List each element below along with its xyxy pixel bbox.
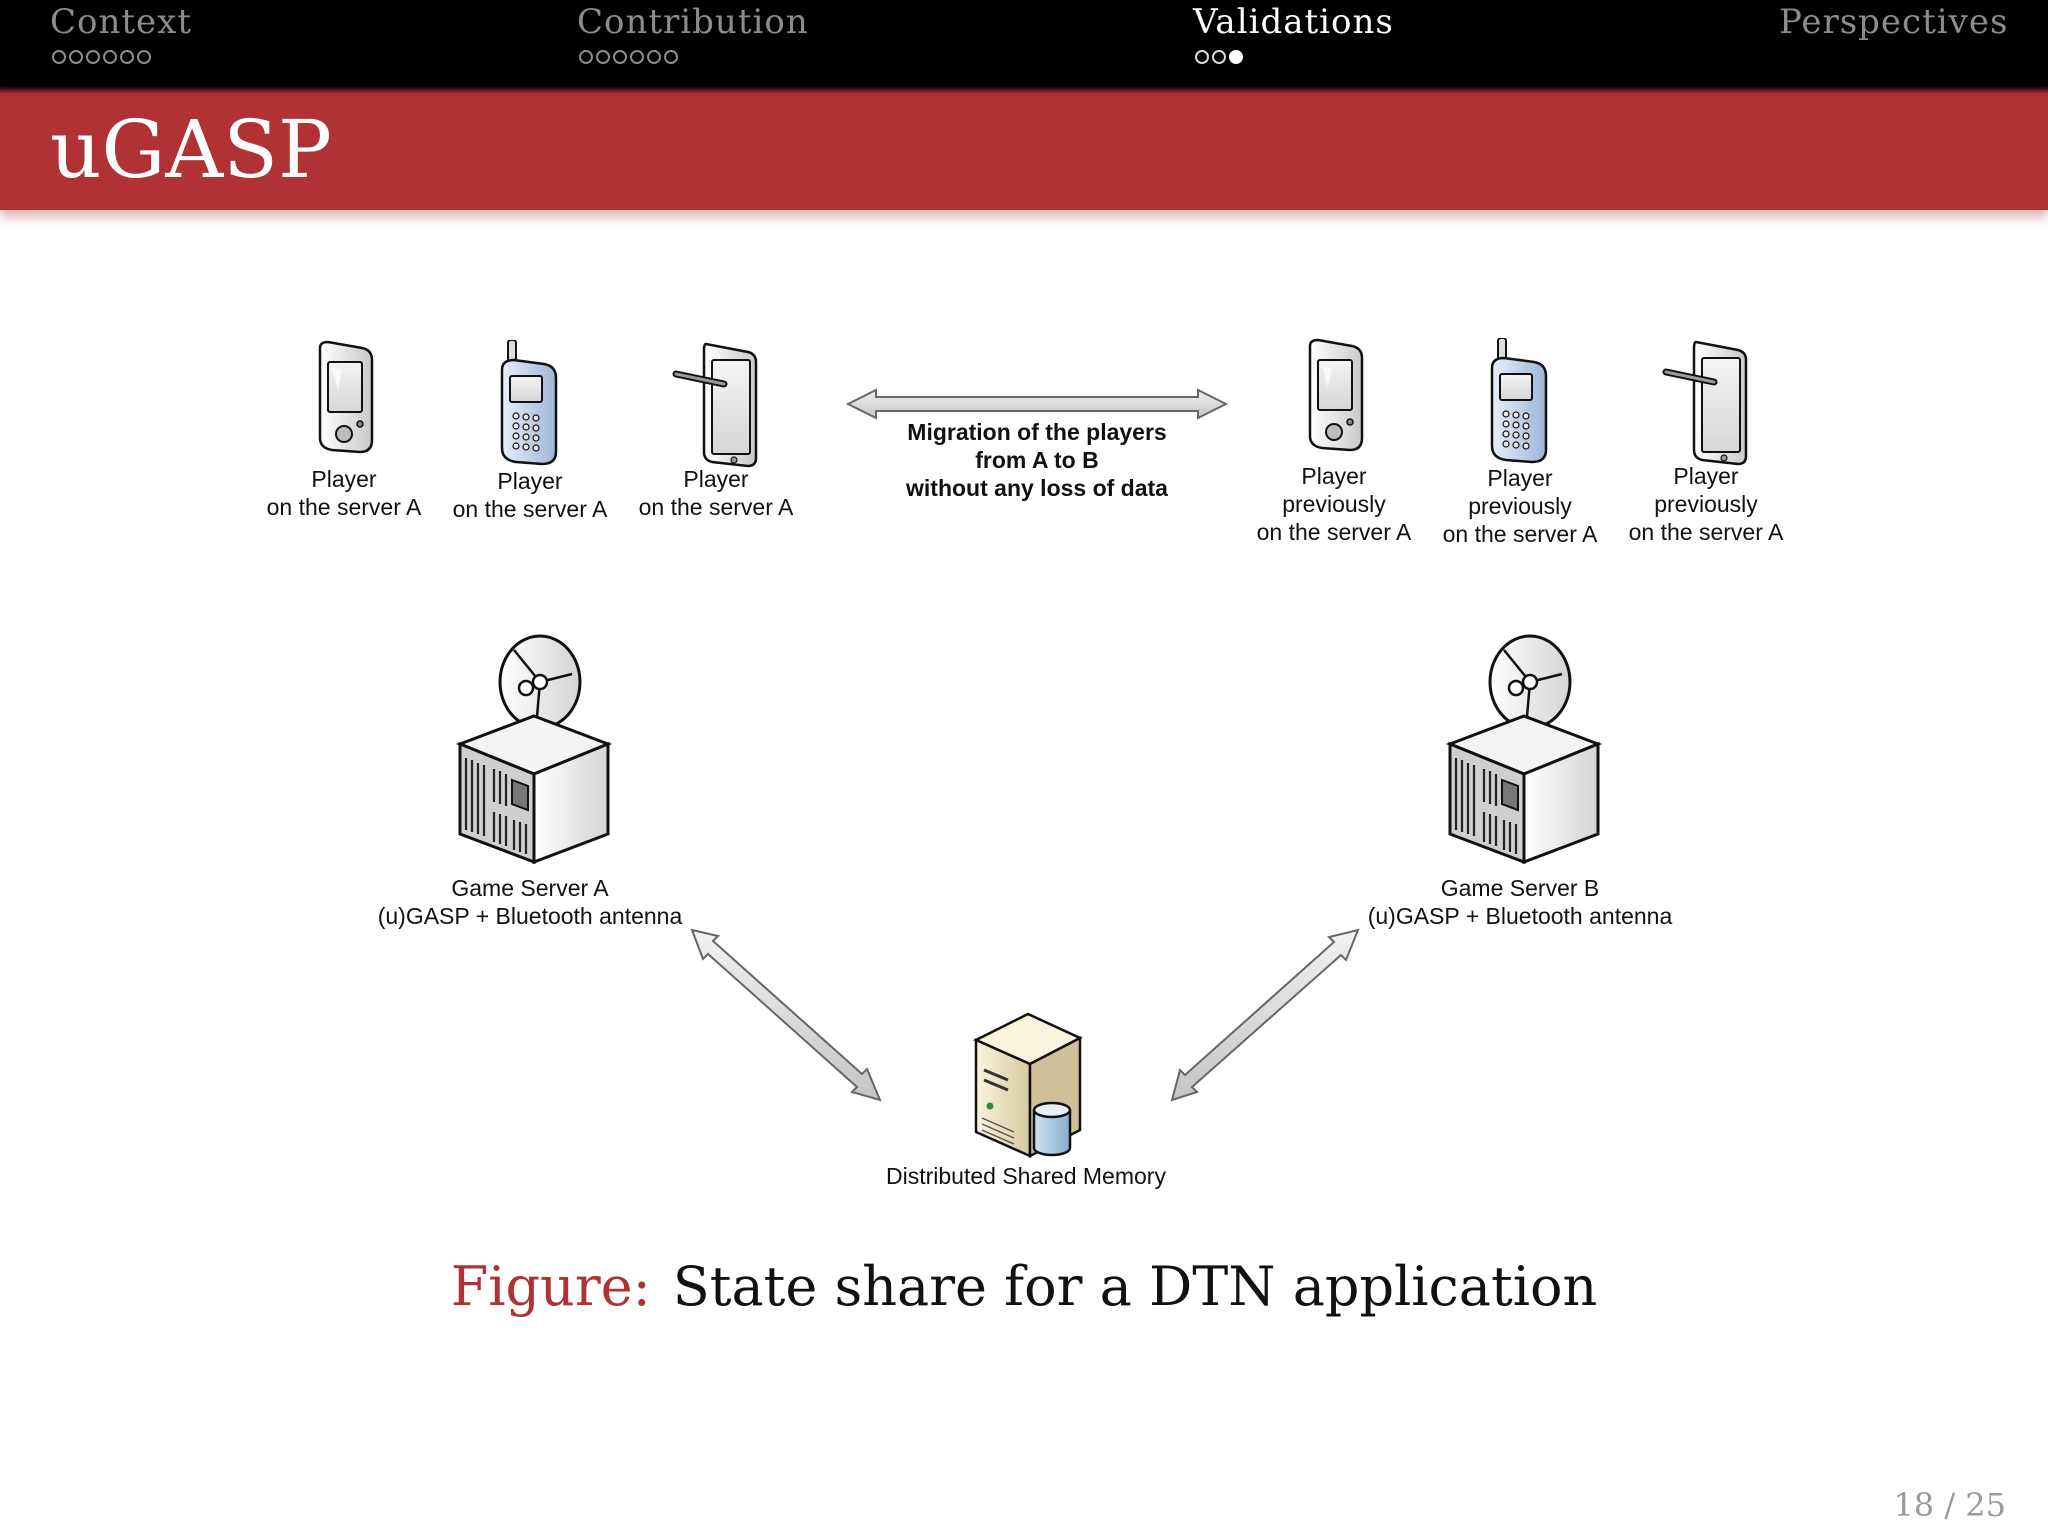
database-server-icon (974, 1012, 1082, 1158)
nav-subsection-dot[interactable] (120, 50, 134, 64)
nav-subsection-dot[interactable] (103, 50, 117, 64)
cell-phone-icon (500, 340, 558, 466)
nav-subsection-dot[interactable] (664, 50, 678, 64)
nav-subsection-dot[interactable] (630, 50, 644, 64)
pda-phone-icon (1308, 338, 1364, 452)
player-label: Player previously on the server A (1616, 462, 1796, 546)
player-label: Player on the server A (626, 465, 806, 521)
tablet-stylus-icon (1666, 342, 1746, 464)
player-label-line: previously (1282, 491, 1386, 517)
server-label-line: (u)GASP + Bluetooth antenna (377, 903, 683, 929)
server-label-line: Game Server B (1440, 875, 1600, 901)
nav-subsection-dot[interactable] (69, 50, 83, 64)
nav-subsection-dot[interactable] (1212, 50, 1226, 64)
pda-phone-icon (318, 340, 374, 454)
server-b-label: Game Server B (u)GASP + Bluetooth antenn… (1334, 874, 1706, 930)
nav-subsection-dot[interactable] (52, 50, 66, 64)
nav-subsection-dots (52, 50, 151, 64)
cell-phone-icon (1490, 338, 1548, 464)
migration-label: Migration of the players from A to B wit… (862, 418, 1212, 502)
player-label-line: on the server A (1442, 521, 1598, 547)
server-antenna-icon (458, 634, 610, 864)
nav-section-title[interactable]: Perspectives (1779, 2, 2009, 42)
nav-subsection-dots (1195, 50, 1243, 64)
player-label: Player on the server A (440, 467, 620, 523)
server-b-memory-double-arrow (1170, 928, 1360, 1102)
frame-title-bar: uGASP (0, 86, 2048, 210)
player-label-line: Player (1487, 465, 1553, 491)
tablet-stylus-icon (676, 344, 756, 466)
section-navigation-bar: Context Contribution Validations Perspec… (0, 0, 2048, 86)
player-label-line: Player (497, 468, 563, 494)
nav-section-title[interactable]: Contribution (577, 2, 809, 42)
nav-subsection-dot[interactable] (1195, 50, 1209, 64)
nav-section-title[interactable]: Context (50, 2, 193, 42)
nav-subsection-dot[interactable] (647, 50, 661, 64)
server-label-line: (u)GASP + Bluetooth antenna (1367, 903, 1673, 929)
migration-label-line: without any loss of data (906, 475, 1168, 501)
player-label-line: Player (1673, 463, 1739, 489)
nav-subsection-dot[interactable] (579, 50, 593, 64)
caption-text: State share for a DTN application (672, 1255, 1598, 1318)
player-label-line: Player (311, 466, 377, 492)
player-label-line: previously (1654, 491, 1758, 517)
migration-label-line: Migration of the players (907, 419, 1167, 445)
player-label-line: Player (683, 466, 749, 492)
nav-subsection-dot[interactable] (613, 50, 627, 64)
server-a-memory-double-arrow (690, 928, 882, 1102)
page-number: 18 / 25 (1893, 1486, 2006, 1524)
player-label-line: on the server A (266, 494, 422, 520)
player-label-line: Player (1301, 463, 1367, 489)
server-antenna-icon (1448, 634, 1600, 864)
nav-subsection-dot[interactable] (86, 50, 100, 64)
migration-double-arrow (845, 388, 1229, 420)
nav-subsection-dots (579, 50, 678, 64)
player-label-line: on the server A (638, 494, 794, 520)
player-label: Player on the server A (254, 465, 434, 521)
figure-caption: Figure: State share for a DTN application (0, 1255, 2048, 1318)
player-label-line: on the server A (452, 496, 608, 522)
migration-label-line: from A to B (975, 447, 1099, 473)
caption-prefix: Figure: (450, 1255, 651, 1318)
nav-subsection-dot[interactable] (137, 50, 151, 64)
server-label-line: Game Server A (451, 875, 609, 901)
player-label: Player previously on the server A (1244, 462, 1424, 546)
page-title: uGASP (50, 103, 332, 196)
nav-subsection-dot[interactable] (596, 50, 610, 64)
player-label-line: on the server A (1628, 519, 1784, 545)
player-label-line: previously (1468, 493, 1572, 519)
player-label-line: on the server A (1256, 519, 1412, 545)
nav-subsection-dot[interactable] (1229, 50, 1243, 64)
server-a-label: Game Server A (u)GASP + Bluetooth antenn… (344, 874, 716, 930)
nav-section-title[interactable]: Validations (1193, 2, 1394, 42)
player-label: Player previously on the server A (1430, 464, 1610, 548)
memory-label: Distributed Shared Memory (886, 1163, 1166, 1189)
